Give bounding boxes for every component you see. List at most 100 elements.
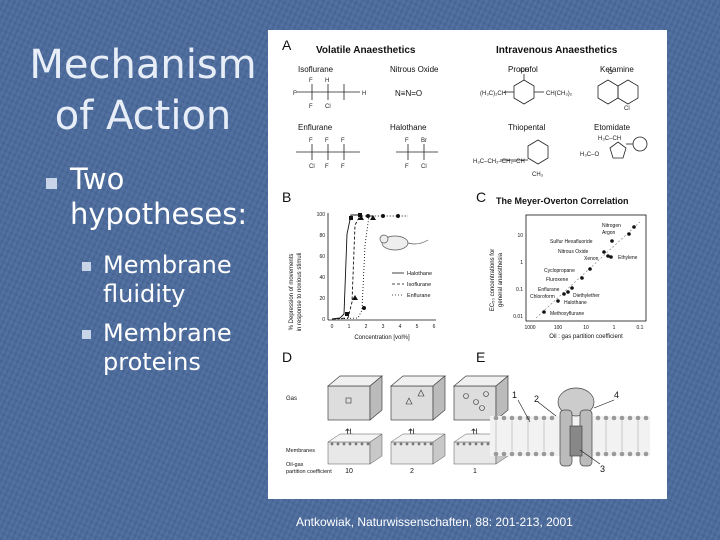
drug-name: Halothane [390, 123, 427, 132]
cube-right [453, 375, 509, 421]
panel-b-xtick: 3 [382, 324, 385, 330]
panel-label-c: C [476, 189, 486, 205]
equilibrium-arrow-icon: ⇅ [408, 428, 416, 439]
intravenous-title: Intravenous Anaesthetics [496, 45, 618, 56]
panel-c-ylabel-1: EC₅₀ concentrations for [490, 249, 496, 312]
panel-c-xtick: 100 [554, 325, 563, 331]
compound-label: Nitrogen [602, 223, 621, 229]
svg-text:Cl: Cl [421, 164, 427, 170]
callout-lines [517, 399, 615, 465]
slide-title: Mechanism of Action [18, 40, 268, 142]
panel-c-points [542, 225, 636, 314]
drug-name: Thiopental [508, 123, 546, 132]
n2o-formula: N≡N=O [395, 89, 422, 98]
svg-text:F: F [341, 164, 345, 170]
panel-b-axes [327, 213, 436, 321]
svg-text:F: F [293, 91, 297, 97]
drug-name: Isoflurane [298, 65, 334, 74]
compound-label: Methoxyflurane [550, 311, 584, 317]
panel-c-title: The Meyer-Overton Correlation [496, 196, 629, 206]
legend-isoflurane: Isoflurane [407, 282, 431, 288]
panel-b-ytick: 60 [319, 254, 325, 260]
panel-b-xtick: 5 [416, 324, 419, 330]
oilgas-label-1: Oil-gas [286, 462, 304, 468]
callout-number: 2 [534, 394, 539, 404]
panel-c-xtick: 10 [583, 325, 589, 331]
bullet-main-line-2: hypotheses: [70, 197, 248, 231]
panel-label-b: B [282, 189, 291, 205]
compound-label: Halothane [564, 300, 587, 306]
panel-c-ytick: 0.1 [516, 287, 523, 293]
panel-c-axes [525, 214, 647, 322]
panel-b-curves [331, 214, 408, 320]
panel-b-ytick: 20 [319, 296, 325, 302]
panel-b-ytick: 100 [317, 212, 326, 218]
structural-formulas [296, 74, 648, 165]
panel-b-xlabel: Concentration [vol%] [354, 335, 410, 341]
drug-name: Etomidate [594, 123, 631, 132]
callout-number: 3 [600, 464, 605, 474]
volatile-title: Volatile Anaesthetics [316, 45, 416, 56]
svg-text:F: F [341, 138, 345, 144]
svg-text:O: O [608, 70, 613, 76]
panel-b-xtick: 4 [399, 324, 402, 330]
sub-bullet-proteins: Membrane proteins [103, 319, 232, 377]
bullet-square-icon [46, 178, 57, 189]
sub-bullet-line-2: fluidity [103, 280, 186, 308]
svg-text:F: F [309, 78, 313, 84]
compound-label: Enflurane [538, 287, 560, 293]
panel-b-xtick: 0 [331, 324, 334, 330]
equilibrium-arrow-icon: ⇅ [471, 428, 479, 439]
svg-text:Cl: Cl [624, 106, 630, 112]
compound-label: Nitrous Oxide [558, 249, 589, 255]
sub-bullet-square-icon [82, 330, 91, 339]
svg-text:F: F [405, 164, 409, 170]
panel-b-xtick: 1 [348, 324, 351, 330]
gas-cubes [327, 375, 446, 421]
rat-illustration [379, 234, 429, 251]
panel-b-ylabel-1: % Depression of movements [289, 254, 295, 331]
figure-illustration: A Volatile Anaesthetics Intravenous Anae… [282, 37, 650, 475]
compound-label: Chloroform [530, 294, 555, 300]
lipid-heads [330, 442, 496, 446]
panel-c-xtick: 0.1 [637, 325, 644, 331]
compound-label: Diethylether [573, 293, 600, 299]
svg-text:F: F [325, 138, 329, 144]
panel-c-ytick: 10 [517, 233, 523, 239]
oilgas-label-2: partition coefficient [286, 469, 332, 475]
panel-c-ytick: 0.01 [513, 314, 523, 320]
membrane-cubes [327, 433, 509, 465]
sub-bullet-line-1: Membrane [103, 251, 232, 279]
panel-c-ytick: 1 [520, 260, 523, 266]
drug-name: Enflurane [298, 123, 333, 132]
panel-b-xtick: 2 [365, 324, 368, 330]
compound-label: Ethylene [618, 255, 638, 261]
panel-b-ytick: 0 [322, 317, 325, 323]
gas-molecules [345, 389, 489, 411]
panel-label-e: E [476, 349, 485, 365]
sub-bullet-line-2: proteins [103, 348, 201, 376]
title-line-2: of Action [54, 93, 232, 139]
callout-number: 4 [614, 390, 619, 400]
figure-panel: A Volatile Anaesthetics Intravenous Anae… [268, 30, 667, 499]
svg-text:OH: OH [520, 68, 529, 74]
partition-value: 2 [410, 468, 414, 475]
svg-text:Br: Br [421, 138, 427, 144]
sub-bullet-square-icon [82, 262, 91, 271]
svg-text:H: H [325, 78, 329, 84]
drug-name: Propofol [508, 65, 538, 74]
svg-text:H: H [362, 91, 366, 97]
panel-b-ytick: 40 [319, 275, 325, 281]
legend-halothane: Halothane [407, 271, 432, 277]
partition-value: 1 [473, 468, 477, 475]
compound-label: Sulfur Hexafluoride [550, 239, 593, 245]
ion-channel-protein [557, 387, 595, 467]
svg-text:H₃C–O: H₃C–O [580, 152, 599, 158]
partition-value: 10 [345, 468, 353, 475]
svg-text:Cl: Cl [325, 104, 331, 110]
panel-c-ylabel-2: general anaesthesia [498, 252, 504, 307]
svg-text:H₃C–CH: H₃C–CH [598, 136, 621, 142]
panel-b-xtick: 6 [433, 324, 436, 330]
panel-label-a: A [282, 37, 292, 53]
